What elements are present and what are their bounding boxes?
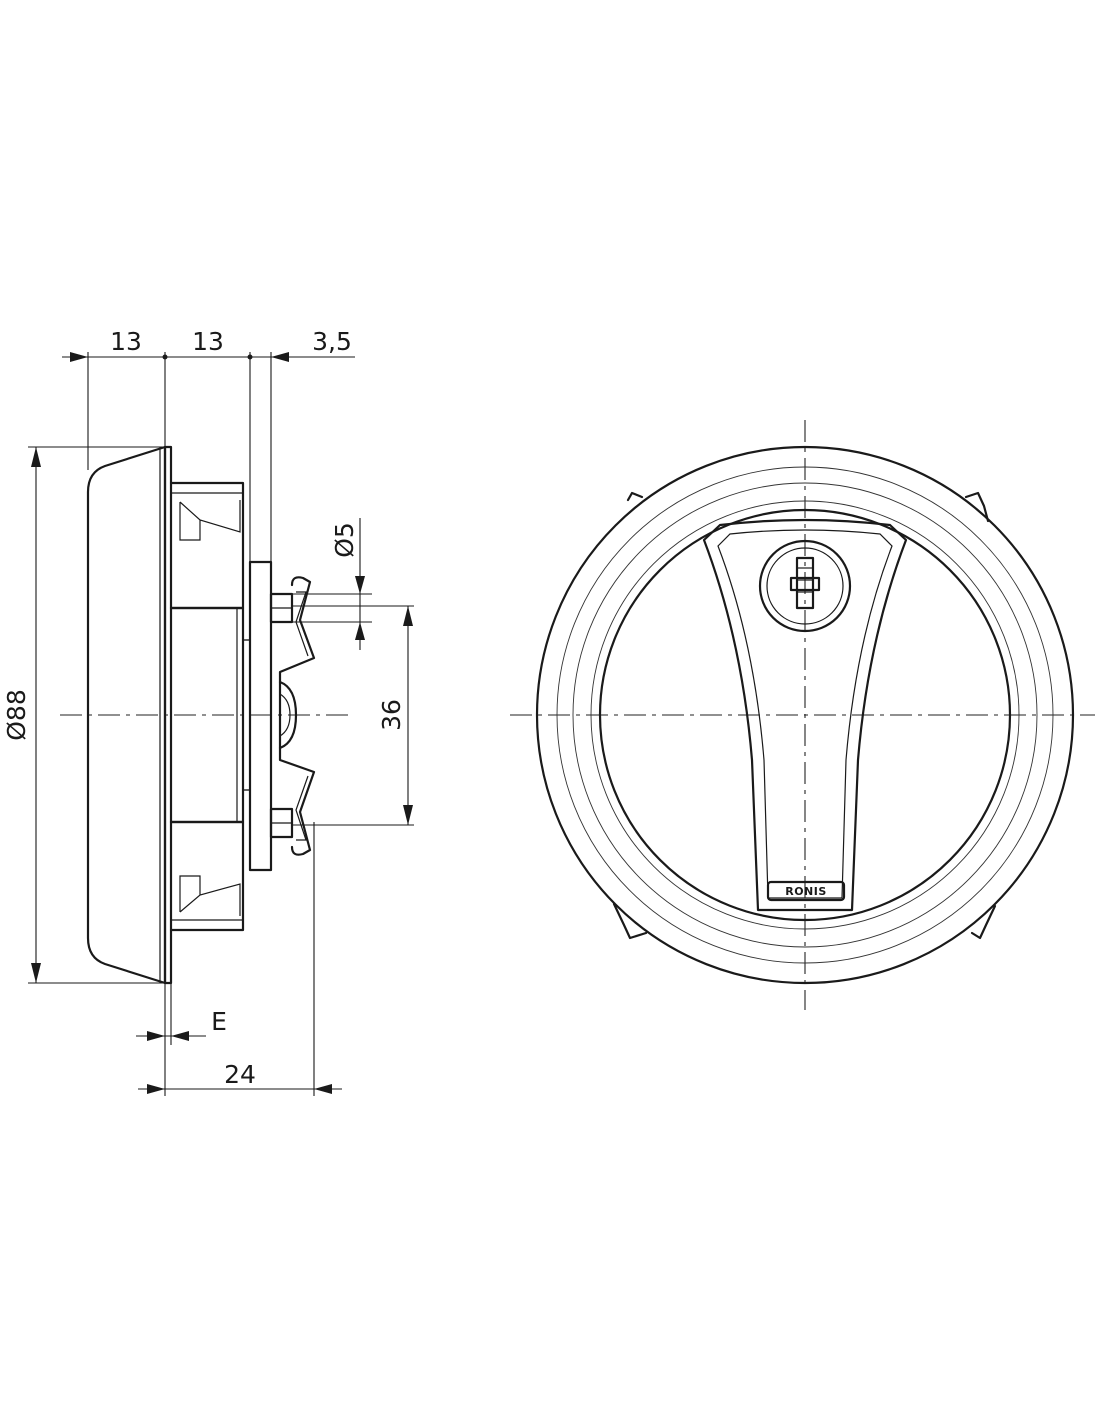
- front-handle-outer: [702, 518, 908, 912]
- front-ring-3: [572, 482, 1038, 948]
- side-dimensions: 13 13 3,5 Ø88 Ø5 36 E: [2, 327, 414, 1096]
- front-dial-face: [598, 508, 1012, 922]
- front-handle-inner: [717, 529, 893, 899]
- side-bezel-rim: [163, 445, 173, 985]
- front-mounting-lug-bottom-left: [612, 902, 648, 940]
- side-bezel: [86, 445, 167, 985]
- dim-width-left: 13: [110, 327, 142, 356]
- dim-offset-e: E: [211, 1007, 227, 1036]
- brand-label: RONIS: [785, 885, 827, 898]
- dim-depth-total: 24: [224, 1060, 256, 1089]
- side-housing-lower: [169, 820, 245, 932]
- dim-width-middle: 13: [192, 327, 224, 356]
- side-spindle: [278, 680, 298, 750]
- side-housing-upper-fin: [179, 500, 241, 541]
- dim-diameter-screw: Ø5: [330, 522, 359, 558]
- front-key-cylinder-outer: [758, 539, 852, 633]
- side-latch-spring: [278, 576, 316, 856]
- front-outer-ring: [535, 445, 1075, 985]
- front-ring-4: [590, 500, 1020, 930]
- dim-width-plate: 3,5: [312, 327, 352, 356]
- side-housing-lower-fin: [179, 875, 241, 916]
- front-ring-2: [556, 466, 1054, 964]
- front-mounting-lug-top-right: [964, 491, 990, 523]
- dim-diameter-body: Ø88: [2, 689, 31, 741]
- front-mounting-lug-bottom-right: [970, 904, 997, 940]
- dim-screw-spacing: 36: [377, 699, 406, 731]
- front-view: RONIS: [510, 420, 1095, 1010]
- front-brand-plate: [766, 880, 846, 902]
- front-key-cylinder-inner: [766, 547, 844, 625]
- side-mounting-plate: [248, 560, 273, 872]
- front-mounting-lug-top-left: [626, 491, 644, 502]
- side-view: [60, 445, 350, 985]
- keyhole-icon: [789, 556, 821, 610]
- side-housing-upper: [169, 481, 245, 610]
